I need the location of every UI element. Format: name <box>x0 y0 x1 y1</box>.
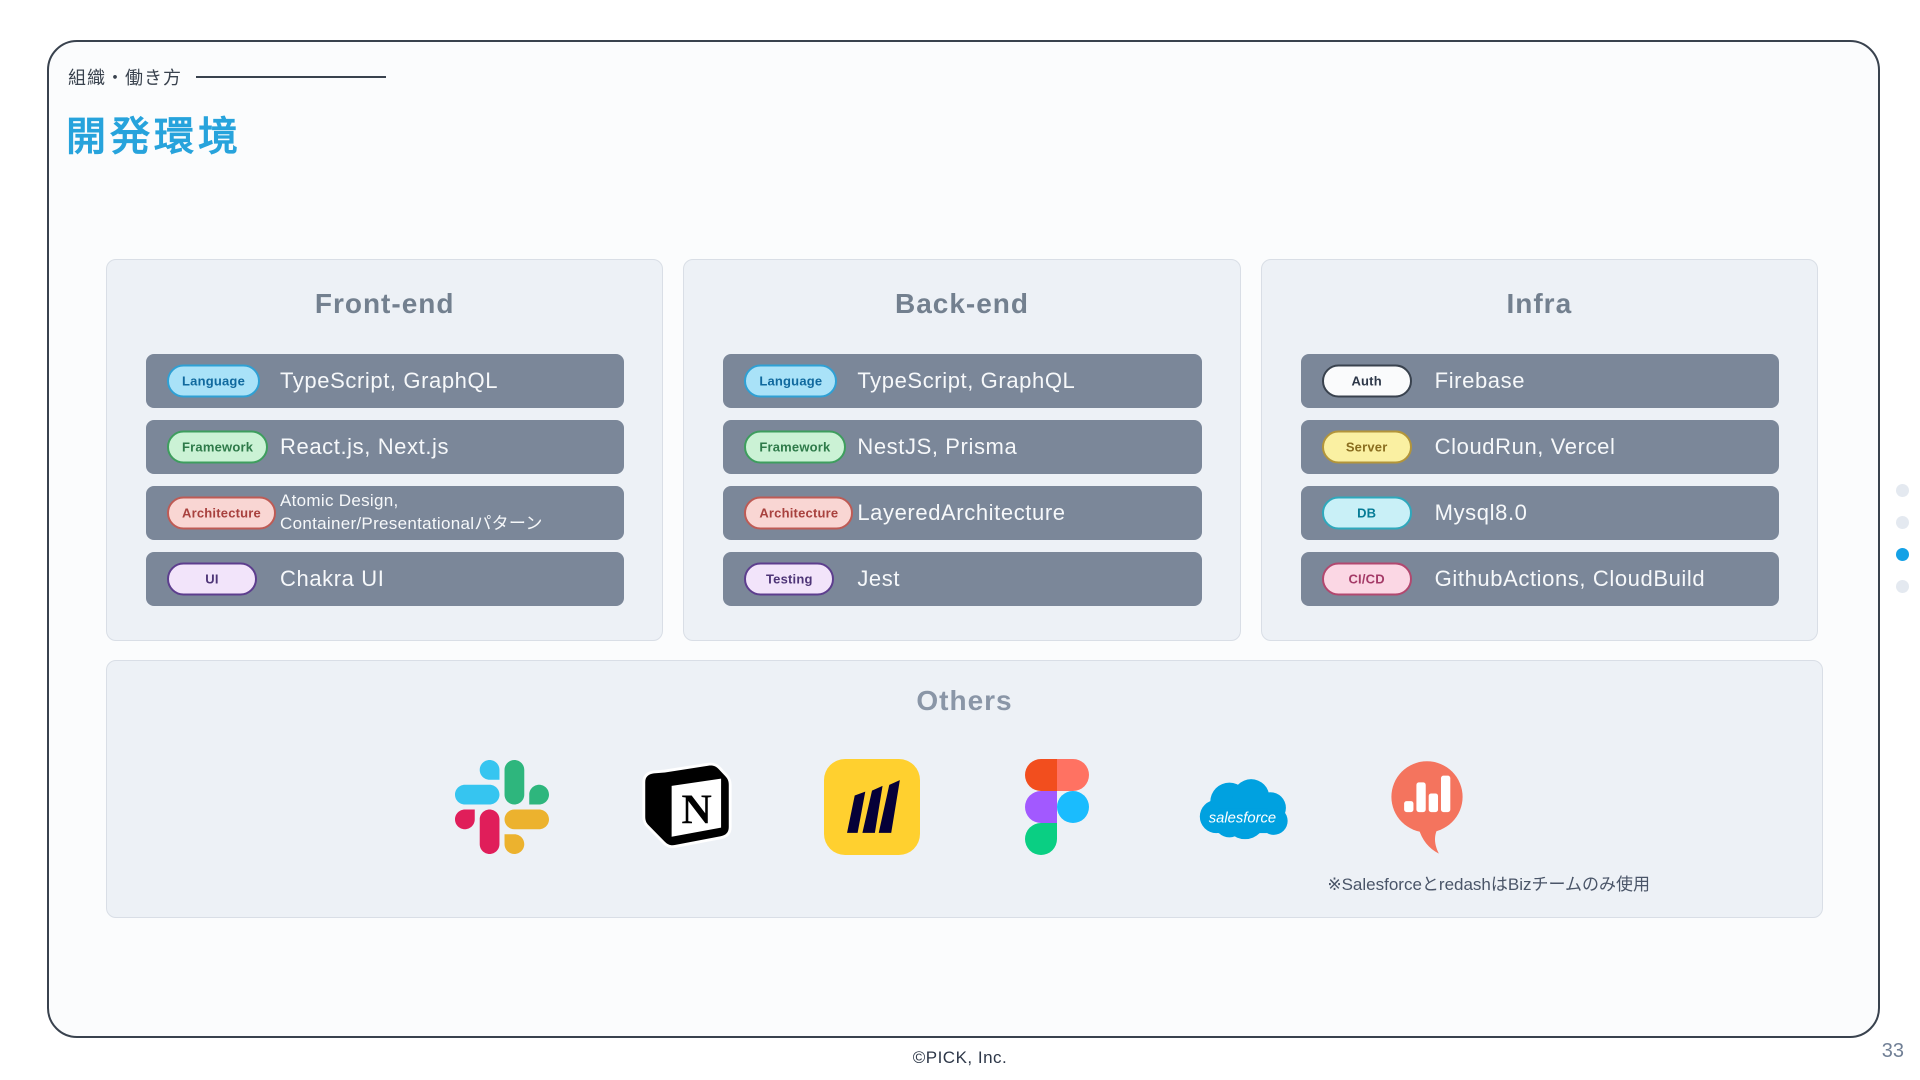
card-title: Infra <box>1506 288 1573 319</box>
badge-testing: Testing <box>744 562 835 596</box>
badge-architecture: Architecture <box>167 496 276 530</box>
badge-server: Server <box>1321 430 1412 464</box>
page-title: 開発環境 <box>66 115 242 159</box>
row-value: NestJS, Prisma <box>857 434 1018 459</box>
tech-row-cicd: CI/CD GithubActions, CloudBuild <box>1300 552 1779 606</box>
svg-text:salesforce: salesforce <box>1209 811 1276 827</box>
others-card: Others N salesfo <box>106 660 1823 918</box>
pagination-dots <box>1896 484 1909 593</box>
tech-row-framework: Framework NestJS, Prisma <box>723 420 1202 474</box>
row-value: Firebase <box>1434 368 1526 393</box>
notion-logo: N <box>637 751 737 863</box>
badge-auth: Auth <box>1321 364 1412 398</box>
figma-logo <box>1007 751 1107 863</box>
pagination-dot-3-active[interactable] <box>1896 548 1909 561</box>
badge-cicd: CI/CD <box>1321 562 1412 596</box>
badge-architecture: Architecture <box>744 496 854 530</box>
others-logos: N salesforce <box>107 751 1822 863</box>
pagination-dot-2[interactable] <box>1896 516 1909 529</box>
page-number: 33 <box>1881 1040 1904 1062</box>
card-title: Back-end <box>894 288 1030 319</box>
badge-ui: UI <box>167 562 257 596</box>
badge-framework: Framework <box>167 430 269 464</box>
row-value: TypeScript, GraphQL <box>280 368 499 393</box>
row-value: TypeScript, GraphQL <box>857 368 1076 393</box>
badge-language: Language <box>167 364 260 398</box>
redash-logo <box>1377 751 1477 863</box>
tech-row-ui: UI Chakra UI <box>146 552 625 606</box>
row-value: GithubActions, CloudBuild <box>1434 566 1706 591</box>
tech-row-testing: Testing Jest <box>723 552 1202 606</box>
others-title: Others <box>916 685 1013 716</box>
svg-text:N: N <box>681 786 712 833</box>
card-title: Front-end <box>314 288 455 319</box>
pagination-dot-1[interactable] <box>1896 484 1909 497</box>
card-rows: Language TypeScript, GraphQL Framework Nest… <box>723 354 1202 606</box>
miro-logo <box>822 751 922 863</box>
tech-row-db: DB Mysql8.0 <box>1300 486 1779 540</box>
tech-row-language: Language TypeScript, GraphQL <box>146 354 625 408</box>
section-header: 組織・働き方 <box>68 64 386 90</box>
row-value: Mysql8.0 <box>1434 500 1528 525</box>
tech-row-language: Language TypeScript, GraphQL <box>723 354 1202 408</box>
section-label: 組織・働き方 <box>68 68 182 88</box>
row-value: Atomic Design,Container/Presentationalパタ… <box>280 491 543 533</box>
row-value: React.js, Next.js <box>280 434 450 459</box>
tech-row-server: Server CloudRun, Vercel <box>1300 420 1779 474</box>
badge-framework: Framework <box>744 430 846 464</box>
footer-copyright: ©PICK, Inc. <box>912 1048 1008 1067</box>
row-value: CloudRun, Vercel <box>1434 434 1616 459</box>
row-value: Jest <box>857 566 901 591</box>
slack-logo <box>452 751 552 863</box>
section-divider-line <box>196 76 386 78</box>
badge-language: Language <box>744 364 838 398</box>
tech-row-framework: Framework React.js, Next.js <box>146 420 625 474</box>
tech-row-auth: Auth Firebase <box>1300 354 1779 408</box>
badge-db: DB <box>1321 496 1412 530</box>
card-rows: Language TypeScript, GraphQL Framework Reac… <box>146 354 625 606</box>
row-value: Chakra UI <box>280 566 385 591</box>
row-value: LayeredArchitecture <box>857 500 1066 525</box>
others-note: ※SalesforceとredashはBizチームのみ使用 <box>1327 875 1650 894</box>
salesforce-logo: salesforce <box>1192 751 1292 863</box>
pagination-dot-4[interactable] <box>1896 580 1909 593</box>
